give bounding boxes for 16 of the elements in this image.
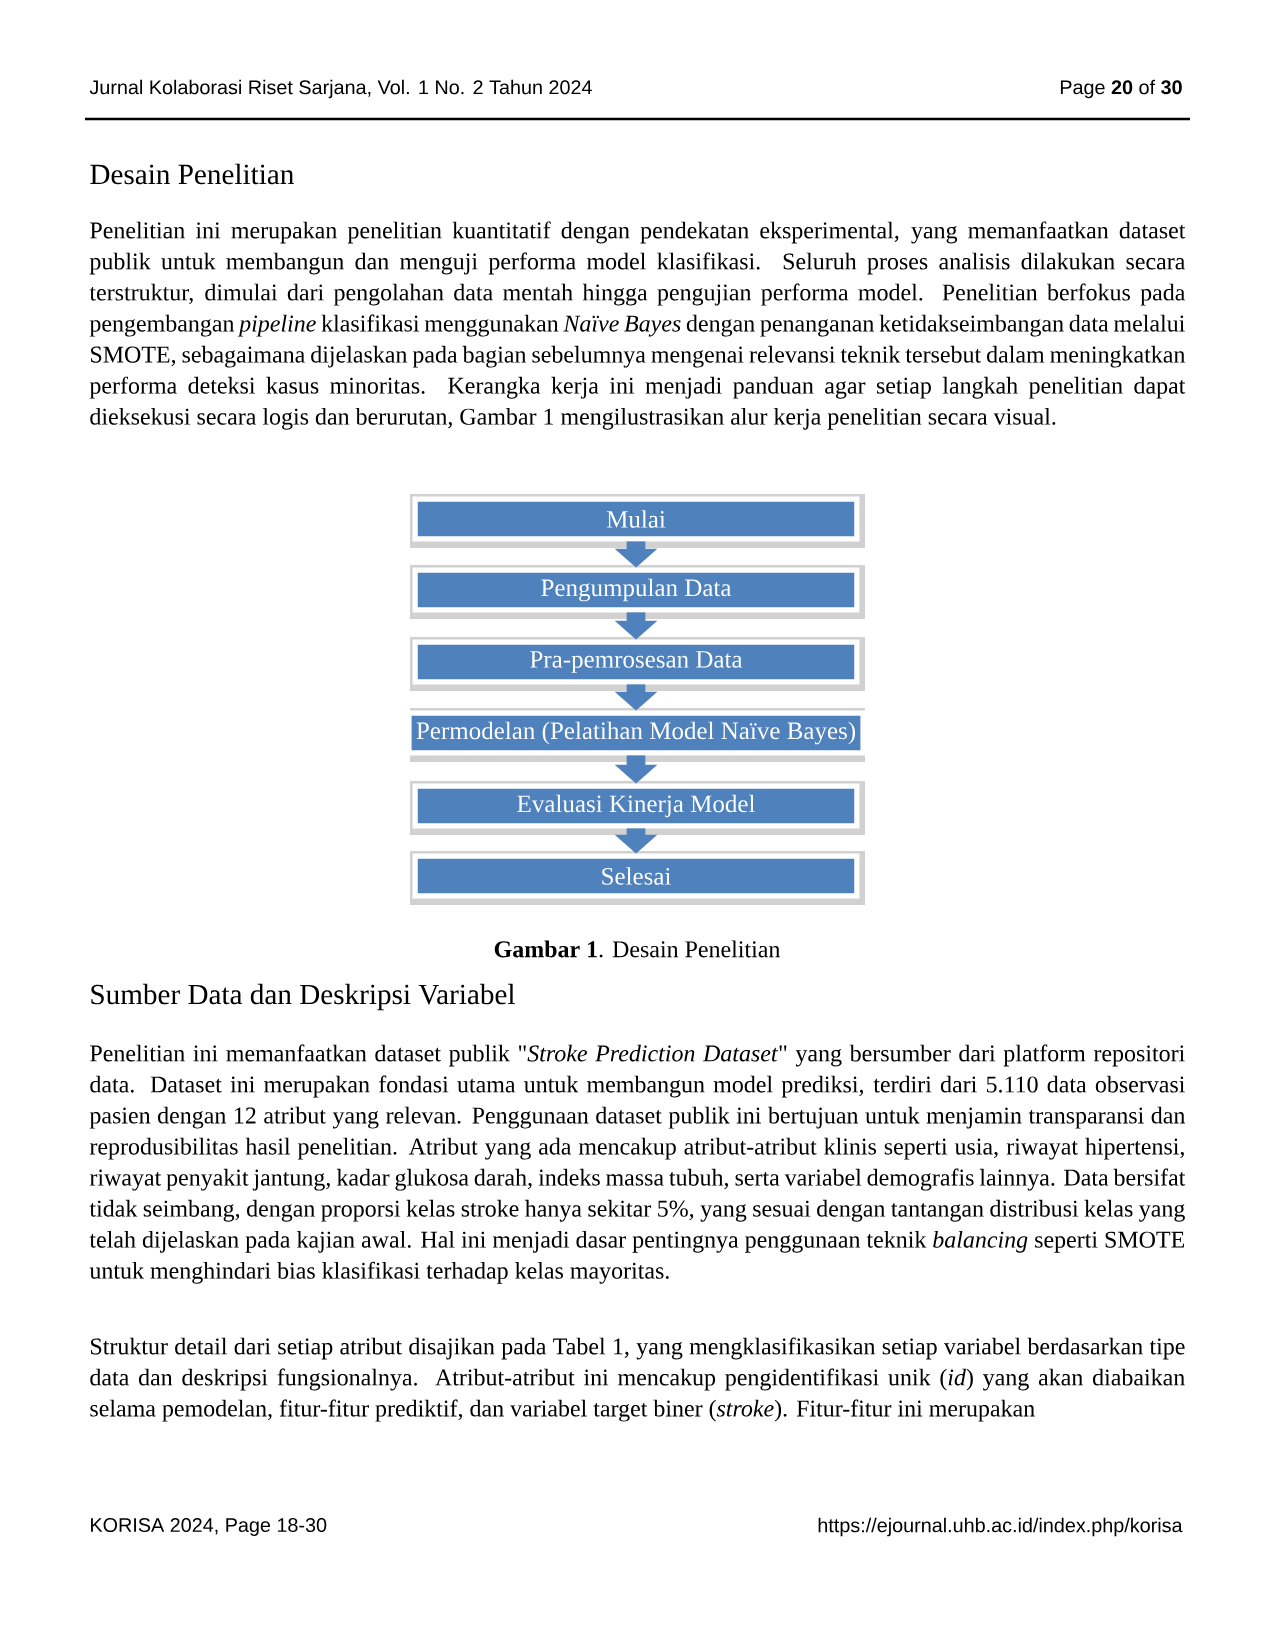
header-text: Jurnal Kolaborasi Riset Sarjana, Vol. 1 No. 2 Tahun 2024 [89,79,592,99]
process-box: Evaluasi Kinerja Model [410,781,865,835]
body-paragraph: Penelitian ini memanfaatkan dataset publik "Stroke Prediction Dataset" yang bersumber dari platform repositori data. Dataset ini merupakan fondasi utama untuk membangun model prediksi, terdiri dari 5.110 data observasi pasien dengan 12 atribut yang relevan. Penggunaan dataset publik ini bertujuan untuk menjamin transparansi dan reprodusibilitas hasil penelitian. Atribut yang ada mencakup atribut-atribut klinis seperti usia, riwayat hipertensi, riwayat penyakit jantung, kadar glukosa darah, indeks massa tubuh, serta variabel demografis lainnya. Data bersifat tidak seimbang, dengan proporsi kelas stroke hanya sekitar 5%, yang sesuai dengan tantangan distribusi kelas yang telah dijelaskan pada kajian awal. Hal ini menjadi dasar pentingnya penggunaan teknik balancing seperti SMOTE untuk menghindari bias klasifikasi terhadap kelas mayoritas. [89,1044,1186,1284]
process-box: Selesai [410,851,865,905]
process-box: Mulai [410,494,865,548]
section-heading: Sumber Data dan Deskripsi Variabel [91,983,515,1011]
footer-text: KORISA 2024, Page 18-30 [91,1518,327,1536]
page-number: Page 20 of 30 [1060,79,1182,99]
body-paragraph: Penelitian ini merupakan penelitian kuantitatif dengan pendekatan eksperimental, yang memanfaatkan dataset publik untuk membangun dan menguji performa model klasifikasi. Seluruh proses analisis dilakukan secara terstruktur, dimulai dari pengolahan data mentah hingga pengujian performa model. Penelitian berfokus pada pengembanganpipeline klasifikasi menggunakan Naïve Bayes dengan penanganan ketidakseimbangan data melalui SMOTE, sebagaimana dijelaskan pada bagian sebelumnya mengenai relevansi teknik tersebut dalam meningkatkan performa deteksi kasus minoritas. Kerangka kerja ini menjadi panduan agar setiap langkah penelitian dapat dieksekusi secara logis dan berurutan, Gambar 1 mengilustrasikan alur kerja penelitian secara visual. [89,221,1186,430]
process-box: Pra-pemrosesan Data [410,637,865,691]
process-box: Pengumpulan Data [410,565,865,619]
figure-caption: Gambar 1. Desain Penelitian [494,940,781,958]
section-heading: Desain Penelitian [90,163,294,185]
process-box: Permodelan (Pelatihan Model Naïve Bayes) [406,708,866,762]
body-paragraph: Struktur detail dari setiap atribut disajikan pada Tabel 1, yang mengklasifikasikan setiap variabel berdasarkan tipe data dan deskripsi fungsionalnya. Atribut-atribut ini mencakup pengidentifikasi unik (id) yang akan diabaikan selama pemodelan, fitur-fitur prediktif, dan variabel target biner (stroke). Fitur-fitur ini merupakan [90,1337,1185,1422]
footer-text: https://ejournal.uhb.ac.id/index.php/korisa [818,1517,1183,1537]
